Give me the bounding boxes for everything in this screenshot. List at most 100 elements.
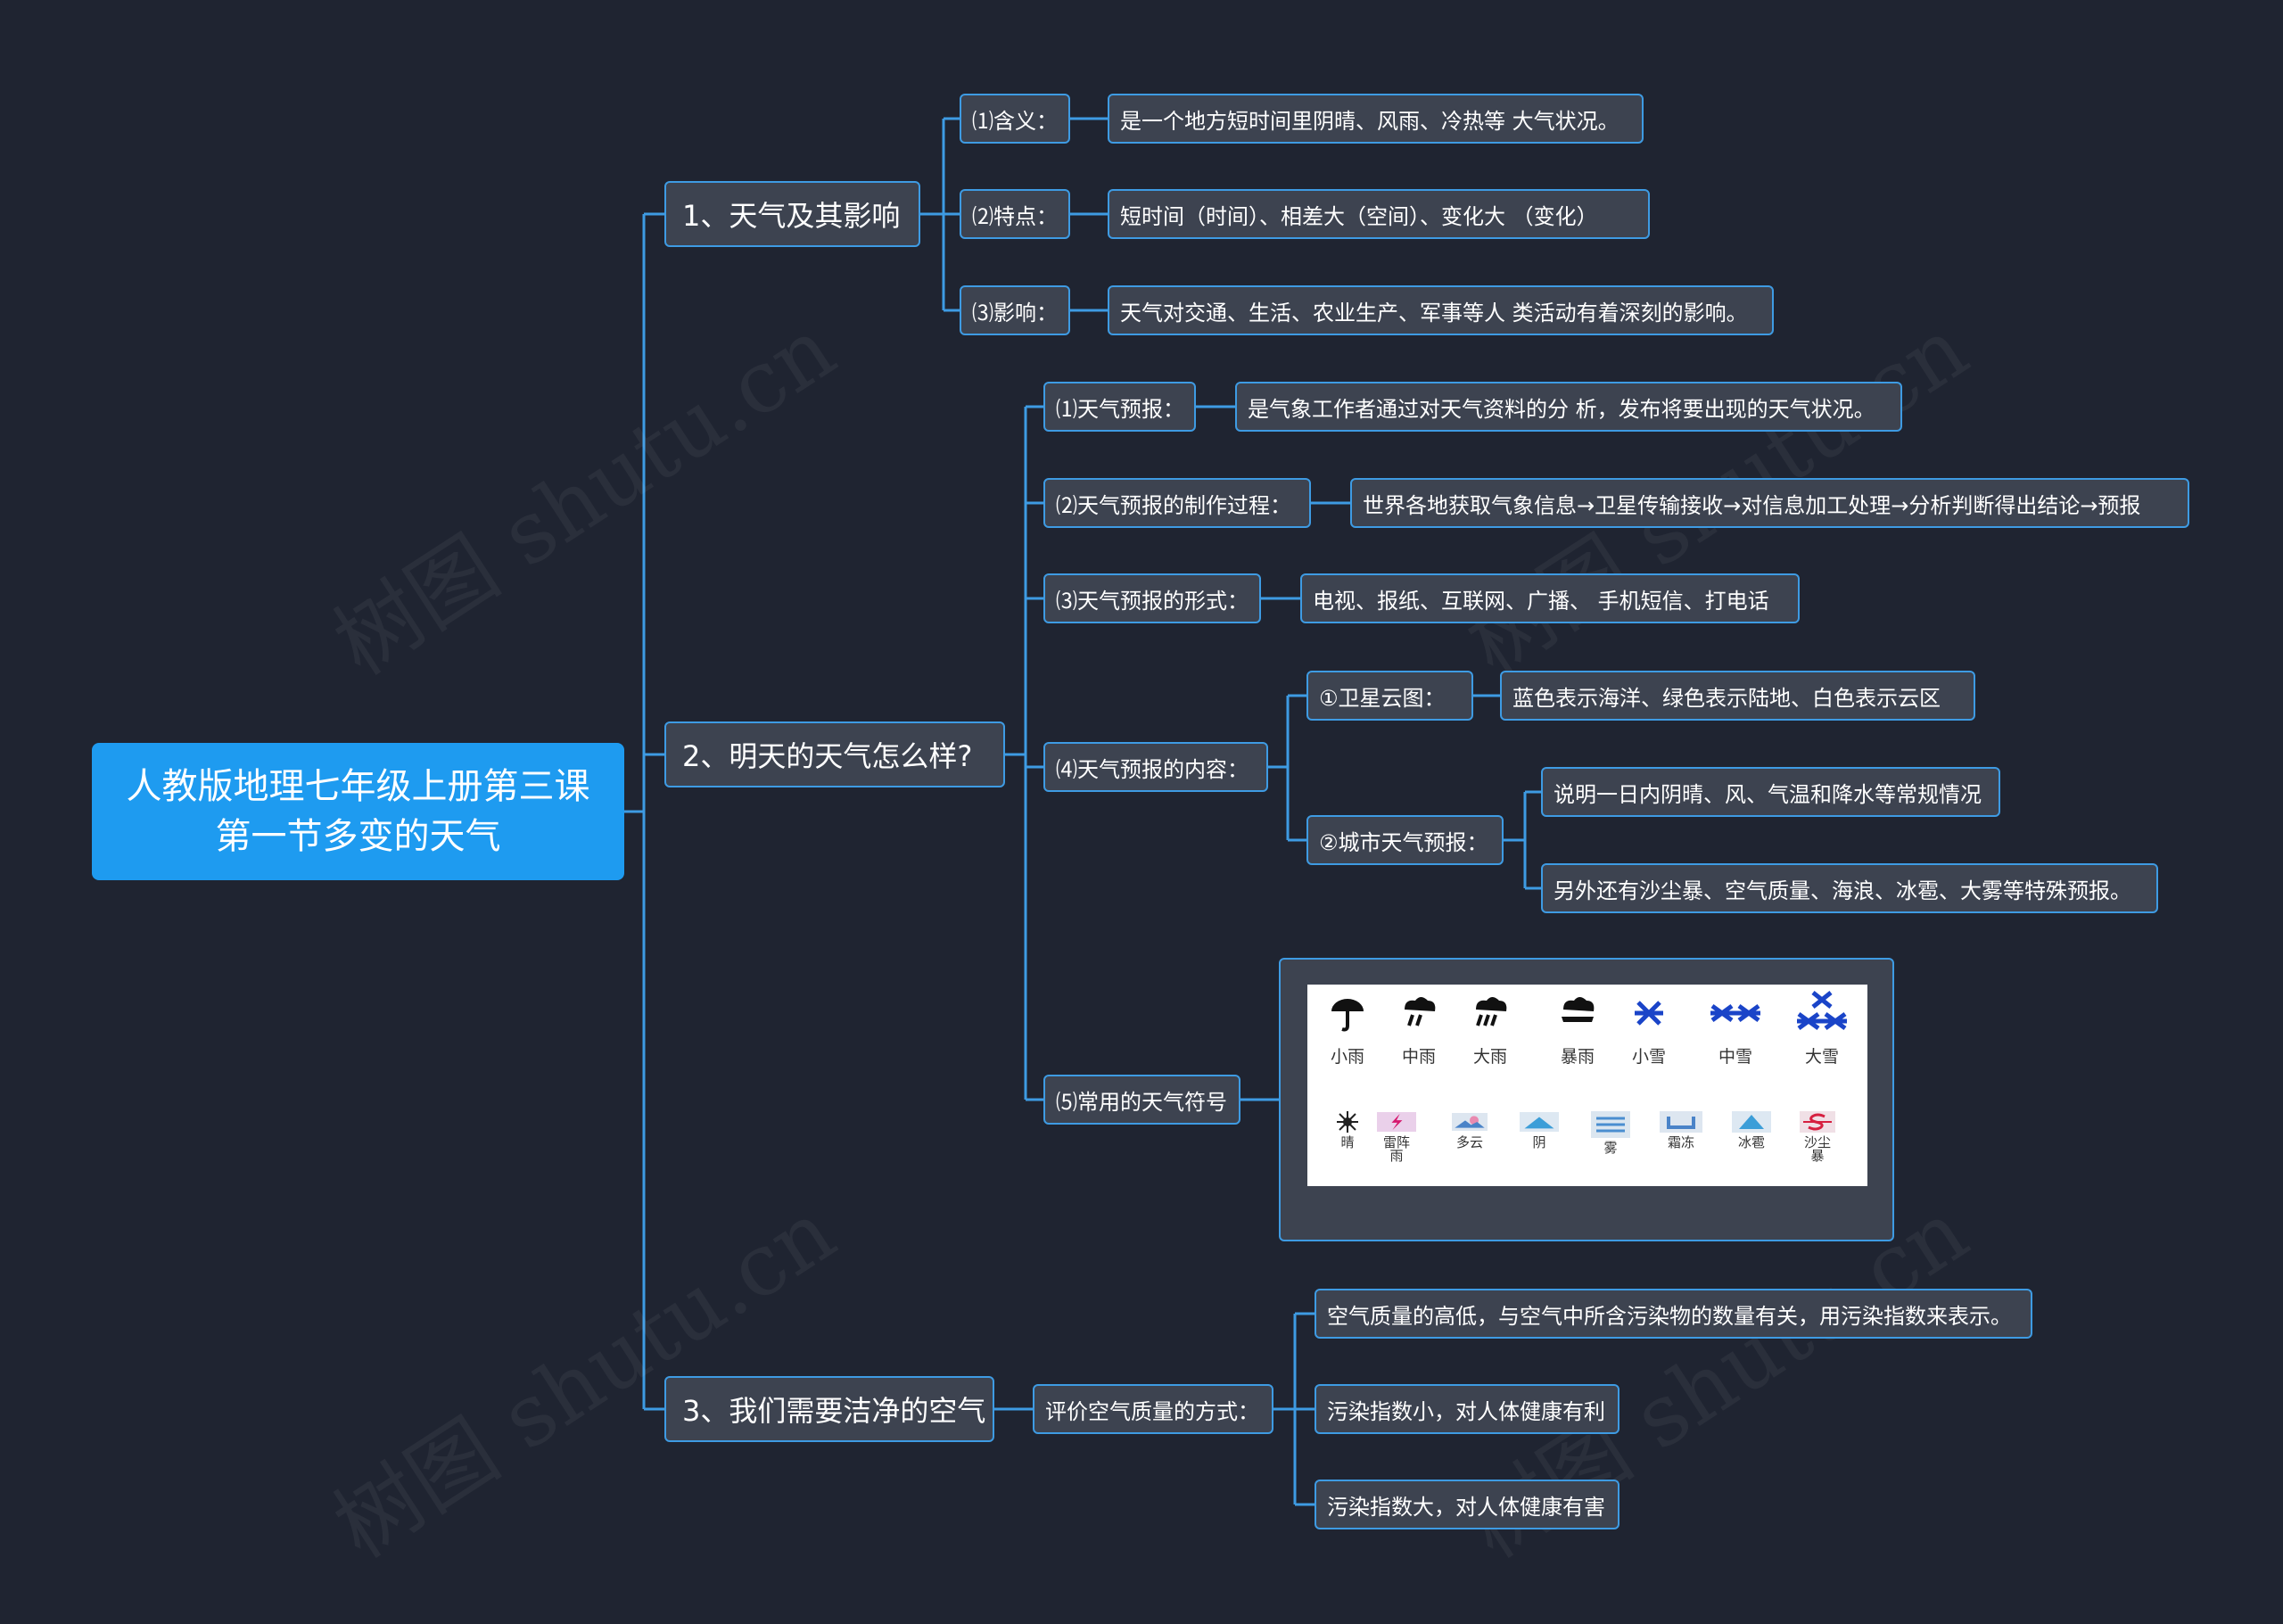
forecast-form-value[interactable]: 电视、报纸、互联网、广播、 手机短信、打电话: [1300, 573, 1800, 623]
symbol-moderate-snow: 中雪: [1695, 992, 1776, 1068]
symbol-sunny: 晴: [1307, 1111, 1388, 1150]
topic-clean-air[interactable]: 3、我们需要洁净的空气: [664, 1376, 994, 1442]
symbol-label: 多云: [1455, 1134, 1483, 1150]
thundershower-icon: [1377, 1112, 1416, 1132]
node-text: 污染指数小，对人体健康有利: [1327, 1398, 1605, 1424]
item-feature-label[interactable]: ⑵特点：: [960, 189, 1070, 239]
symbol-label: 冰雹: [1737, 1134, 1765, 1150]
node-text: 蓝色表示海洋、绿色表示陆地、白色表示云区: [1512, 685, 1941, 711]
symbol-hail: 冰雹: [1732, 1111, 1771, 1150]
hail-icon: [1732, 1111, 1771, 1133]
symbol-label: 大雪: [1804, 1047, 1839, 1067]
symbol-label: 大雨: [1472, 1047, 1507, 1067]
node-label: ⑷天气预报的内容：: [1056, 756, 1249, 782]
node-text: 说明一日内阴晴、风、气温和降水等常规情况: [1554, 781, 1982, 807]
frost-icon: [1660, 1111, 1702, 1133]
topic-tomorrow-weather[interactable]: 2、明天的天气怎么样?: [664, 721, 1005, 787]
symbol-label: 暴雨: [1560, 1047, 1595, 1067]
heavy-snow-icon: [1797, 991, 1847, 1031]
node-label: ②城市天气预报：: [1319, 829, 1488, 855]
light-rain-icon: [1331, 999, 1364, 1032]
symbol-label: 中雨: [1401, 1047, 1436, 1067]
root-node[interactable]: 人教版地理七年级上册第三课 第一节多变的天气: [92, 743, 624, 880]
node-label: 评价空气质量的方式：: [1045, 1398, 1259, 1424]
forecast-process-value[interactable]: 世界各地获取气象信息→卫星传输接收→对信息加工处理→分析判断得出结论→预报: [1350, 478, 2189, 528]
forecast-label[interactable]: ⑴天气预报：: [1043, 382, 1196, 432]
node-text: 另外还有沙尘暴、空气质量、海浪、冰雹、大雾等特殊预报。: [1554, 878, 2131, 903]
symbol-label: 小雨: [1330, 1047, 1364, 1067]
item-impact-value[interactable]: 天气对交通、生活、农业生产、军事等人 类活动有着深刻的影响。: [1108, 285, 1774, 335]
topic-weather-and-impact[interactable]: 1、天气及其影响: [664, 181, 920, 247]
node-label: ⑸常用的天气符号: [1056, 1089, 1227, 1115]
topic-title: 3、我们需要洁净的空气: [682, 1394, 986, 1428]
symbol-label: 中雪: [1718, 1047, 1752, 1067]
topic-title: 2、明天的天气怎么样?: [682, 739, 973, 773]
node-text: 是气象工作者通过对天气资料的分 析，发布将要出现的天气状况。: [1248, 396, 1875, 422]
city-forecast-label[interactable]: ②城市天气预报：: [1306, 815, 1504, 865]
node-text: 空气质量的高低，与空气中所含污染物的数量有关，用污染指数来表示。: [1327, 1303, 2012, 1329]
sandstorm-icon: [1800, 1111, 1835, 1133]
symbol-label: 雷阵雨: [1382, 1134, 1410, 1164]
node-text: 污染指数大，对人体健康有害: [1327, 1494, 1605, 1520]
symbol-frost: 霜冻: [1659, 1111, 1703, 1150]
light-snow-icon: [1635, 1001, 1663, 1026]
weather-symbols-panel: 小雨 中雨 大雨 暴雨 小雪 中雪: [1307, 985, 1867, 1186]
symbol-light-rain: 小雨: [1307, 992, 1388, 1068]
node-text: 短时间（时间）、相差大（空间）、变化大 （变化）: [1120, 203, 1598, 229]
moderate-rain-icon: [1405, 997, 1436, 1026]
node-label: ⑴天气预报：: [1056, 396, 1184, 422]
air-quality-method-label[interactable]: 评价空气质量的方式：: [1033, 1384, 1273, 1434]
symbol-label: 晴: [1340, 1134, 1355, 1150]
rainstorm-icon: [1562, 997, 1595, 1022]
node-text: 天气对交通、生活、农业生产、军事等人 类活动有着深刻的影响。: [1120, 300, 1748, 326]
symbol-heavy-snow: 大雪: [1782, 991, 1862, 1068]
symbol-label: 霜冻: [1667, 1134, 1694, 1150]
forecast-content-label[interactable]: ⑷天气预报的内容：: [1043, 742, 1268, 792]
cloudy-icon: [1452, 1113, 1488, 1131]
node-text: 世界各地获取气象信息→卫星传输接收→对信息加工处理→分析判断得出结论→预报: [1363, 492, 2141, 518]
item-feature-value[interactable]: 短时间（时间）、相差大（空间）、变化大 （变化）: [1108, 189, 1650, 239]
node-label: ⑶影响：: [972, 300, 1058, 326]
node-label: ⑴含义：: [972, 108, 1058, 134]
node-text: 电视、报纸、互联网、广播、 手机短信、打电话: [1313, 588, 1769, 614]
low-pollution-index[interactable]: 污染指数小，对人体健康有利: [1315, 1384, 1620, 1434]
city-forecast-special[interactable]: 另外还有沙尘暴、空气质量、海浪、冰雹、大雾等特殊预报。: [1541, 863, 2158, 913]
air-quality-index-definition[interactable]: 空气质量的高低，与空气中所含污染物的数量有关，用污染指数来表示。: [1315, 1289, 2032, 1339]
weather-symbols-image-node[interactable]: 小雨 中雨 大雨 暴雨 小雪 中雪: [1279, 958, 1894, 1241]
symbol-cloudy: 多云: [1452, 1111, 1488, 1150]
item-impact-label[interactable]: ⑶影响：: [960, 285, 1070, 335]
forecast-form-label[interactable]: ⑶天气预报的形式：: [1043, 573, 1261, 623]
symbol-thundershower: 雷阵雨: [1377, 1111, 1416, 1163]
node-label: ⑵特点：: [972, 203, 1058, 229]
symbol-sandstorm: 沙尘暴: [1800, 1111, 1835, 1163]
item-meaning-label[interactable]: ⑴含义：: [960, 94, 1070, 144]
symbol-overcast: 阴: [1520, 1111, 1559, 1150]
item-meaning-value[interactable]: 是一个地方短时间里阴晴、风雨、冷热等 大气状况。: [1108, 94, 1644, 144]
topic-title: 1、天气及其影响: [682, 199, 901, 233]
symbol-light-snow: 小雪: [1609, 992, 1689, 1068]
root-title-line2: 第一节多变的天气: [215, 816, 501, 857]
symbol-label: 雾: [1603, 1140, 1618, 1156]
city-forecast-routine[interactable]: 说明一日内阴晴、风、气温和降水等常规情况: [1541, 767, 2000, 817]
node-label: ⑵天气预报的制作过程：: [1056, 492, 1291, 518]
symbol-rainstorm: 暴雨: [1537, 992, 1618, 1068]
root-title-line1: 人教版地理七年级上册第三课: [126, 766, 590, 807]
satellite-image-label[interactable]: ①卫星云图：: [1306, 671, 1473, 721]
node-label: ⑶天气预报的形式：: [1056, 588, 1249, 614]
forecast-value[interactable]: 是气象工作者通过对天气资料的分 析，发布将要出现的天气状况。: [1235, 382, 1902, 432]
symbol-moderate-rain: 中雨: [1379, 992, 1459, 1068]
satellite-image-value[interactable]: 蓝色表示海洋、绿色表示陆地、白色表示云区: [1500, 671, 1975, 721]
high-pollution-index[interactable]: 污染指数大，对人体健康有害: [1315, 1480, 1620, 1529]
fog-icon: [1591, 1111, 1630, 1138]
node-label: ①卫星云图：: [1319, 685, 1446, 711]
weather-symbols-label[interactable]: ⑸常用的天气符号: [1043, 1075, 1240, 1125]
symbol-heavy-rain: 大雨: [1450, 992, 1530, 1068]
overcast-icon: [1520, 1112, 1559, 1132]
symbol-label: 沙尘暴: [1803, 1134, 1831, 1164]
heavy-rain-icon: [1476, 997, 1507, 1026]
moderate-snow-icon: [1710, 1003, 1760, 1023]
forecast-process-label[interactable]: ⑵天气预报的制作过程：: [1043, 478, 1311, 528]
sunny-icon: [1337, 1111, 1358, 1133]
